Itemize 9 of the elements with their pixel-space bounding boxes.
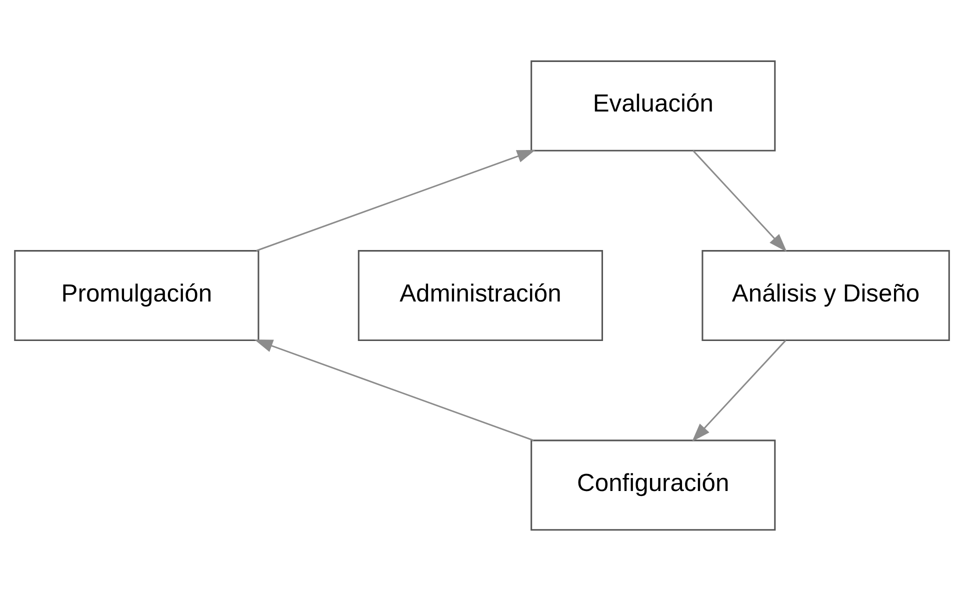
node-box: Administración bbox=[358, 250, 604, 340]
node-box: Análisis y Diseño bbox=[702, 250, 950, 340]
node-box: Evaluación bbox=[530, 60, 776, 151]
arrow bbox=[692, 150, 787, 252]
arrow bbox=[256, 149, 536, 251]
node-box: Configuración bbox=[530, 439, 776, 530]
arrow bbox=[692, 339, 786, 442]
node-box: Promulgación bbox=[14, 250, 260, 340]
arrow bbox=[254, 339, 534, 441]
